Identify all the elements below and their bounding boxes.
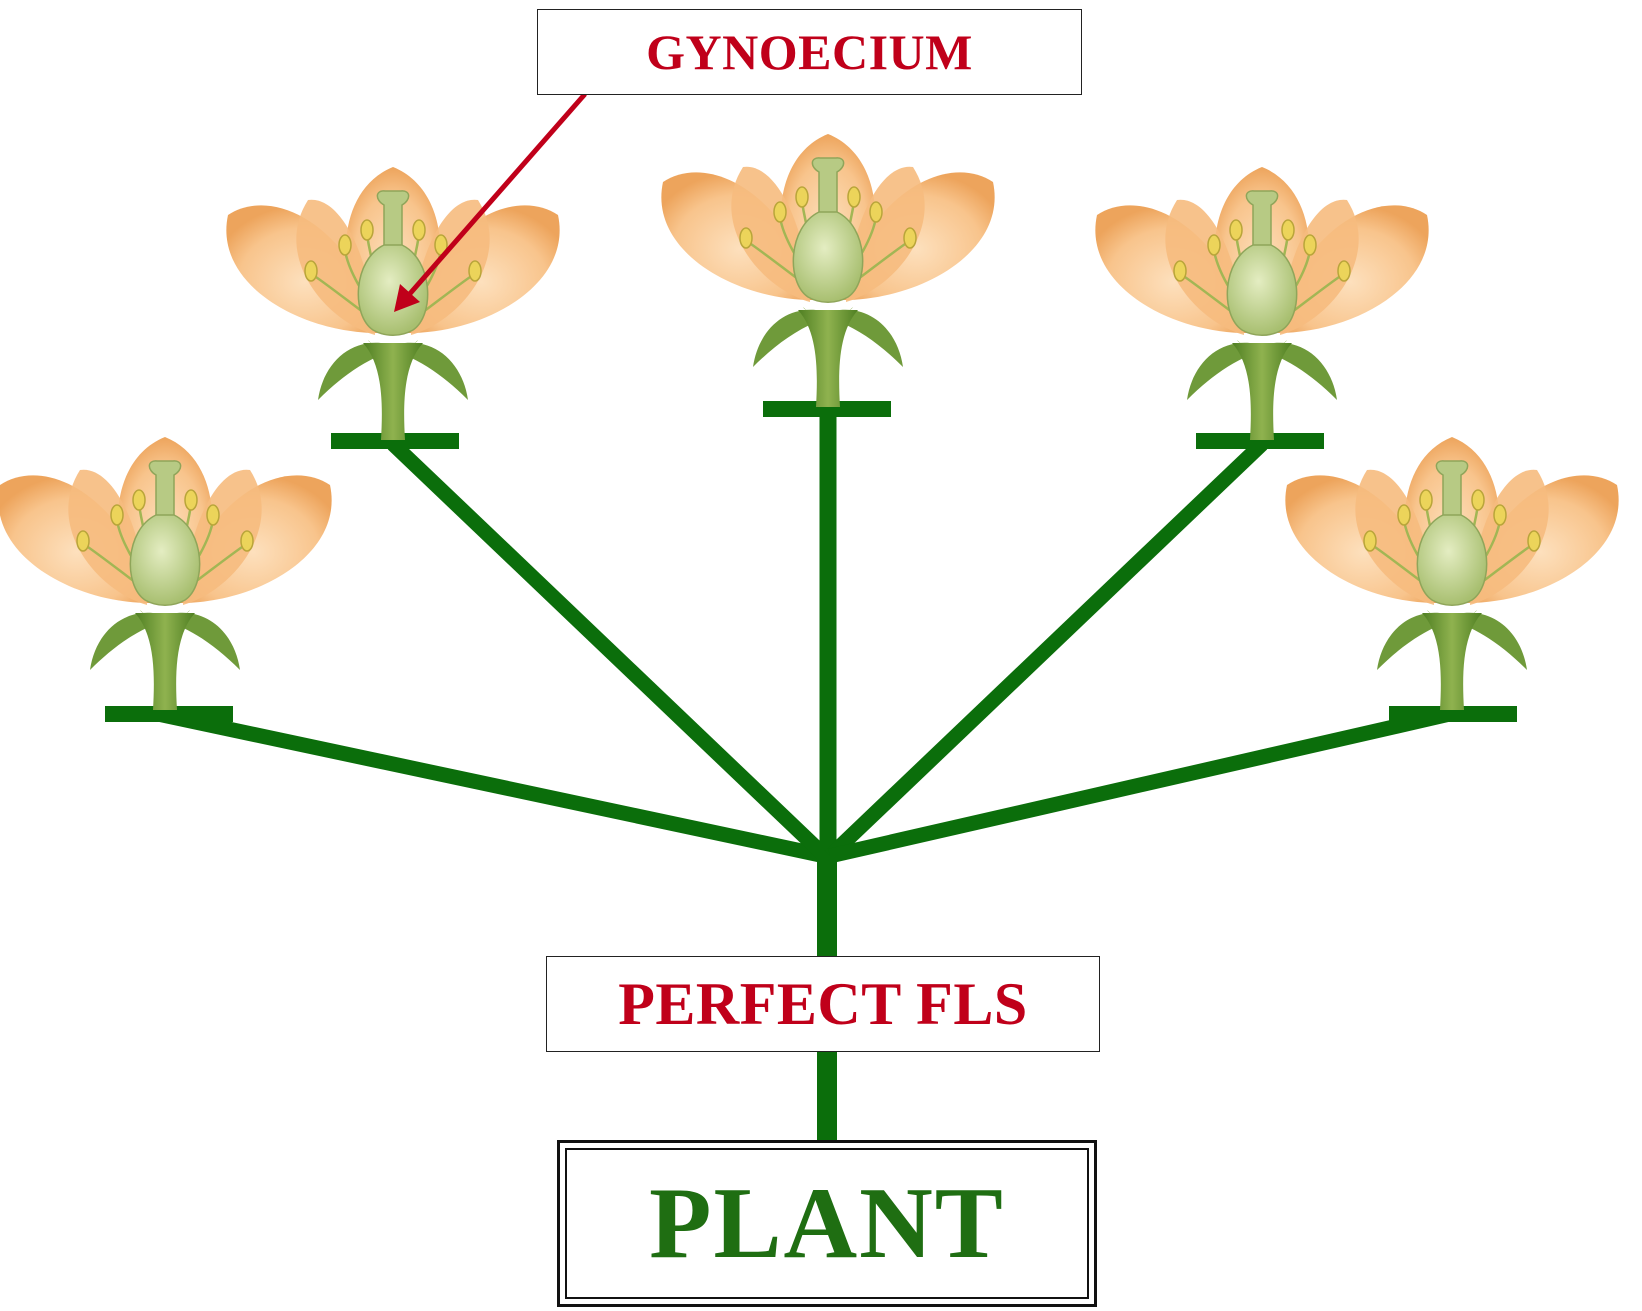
branch-right [830, 444, 1262, 856]
plant-label-inner: PLANT [565, 1148, 1089, 1299]
gynoecium-label: GYNOECIUM [646, 23, 973, 81]
plant-label-box: PLANT [557, 1140, 1097, 1307]
perfect-flowers-label: PERFECT FLS [618, 970, 1027, 1039]
pedestal-bars [105, 401, 1517, 722]
flower-icon [1285, 437, 1618, 710]
gynoecium-label-box: GYNOECIUM [537, 9, 1082, 95]
branch-far-right [830, 714, 1450, 856]
branch-far-left [158, 714, 825, 856]
perfect-flowers-label-box: PERFECT FLS [546, 956, 1100, 1052]
flower-icon [0, 437, 332, 710]
flower-icon [1095, 167, 1428, 440]
flower-icon [226, 167, 559, 440]
plant-label: PLANT [649, 1165, 1005, 1282]
branch-left [393, 444, 825, 856]
flower-icon [661, 134, 994, 407]
